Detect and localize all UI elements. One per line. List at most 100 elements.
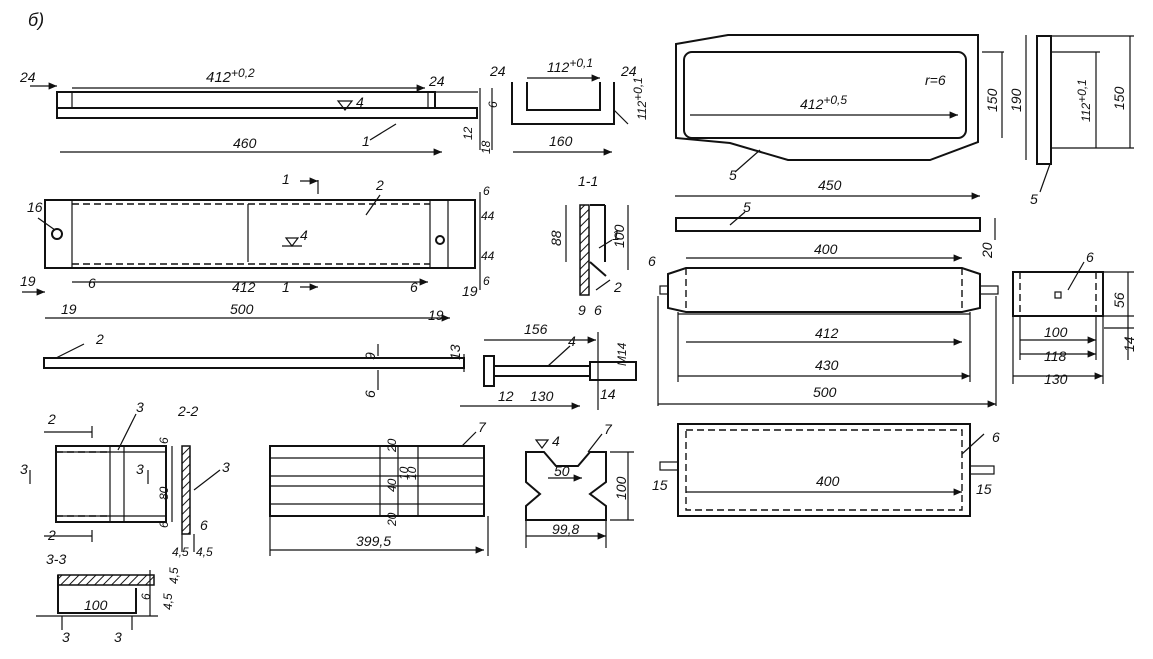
s22-45b: 4,5 bbox=[196, 545, 213, 559]
view-section-1-1: 1-1 88 100 9 6 1 2 bbox=[548, 173, 629, 318]
frame-radius-label: r=6 bbox=[925, 72, 946, 88]
p3-sec3-right: 3 bbox=[136, 461, 144, 477]
view-box-6: 6 56 14 100 118 130 bbox=[1012, 249, 1137, 387]
s33-6: 6 bbox=[139, 593, 153, 600]
sec11-h100: 100 bbox=[611, 224, 627, 248]
prof-finish: 4 bbox=[552, 433, 560, 449]
box-part: 6 bbox=[1086, 249, 1094, 265]
plate-b19b: 19 bbox=[428, 307, 444, 323]
tray-400: 400 bbox=[814, 241, 838, 257]
strip-part: 5 bbox=[743, 199, 751, 215]
view-profile-7: 7 4 50 100 99,8 bbox=[525, 421, 634, 548]
bolt-c: 14 bbox=[600, 386, 616, 402]
sheet-label: б) bbox=[28, 10, 44, 30]
h6-label: 6 bbox=[486, 101, 500, 108]
sec11-b6: 6 bbox=[594, 302, 602, 318]
plate-hole-label: 16 bbox=[27, 199, 43, 215]
plate-part-label: 2 bbox=[375, 177, 384, 193]
end-right-label: 24 bbox=[620, 63, 637, 79]
box-130: 130 bbox=[1044, 371, 1068, 387]
plate-section-top: 1 bbox=[282, 171, 290, 187]
side-part-label: 5 bbox=[1030, 191, 1038, 207]
prof-part: 7 bbox=[604, 421, 613, 437]
view-section-3-3: 3-3 100 4,5 6 4,5 3 3 bbox=[36, 551, 181, 645]
s22-part: 3 bbox=[222, 459, 230, 475]
plate-section-bottom: 1 bbox=[282, 279, 290, 295]
sec11-title: 1-1 bbox=[578, 173, 598, 189]
bolt-a: 12 bbox=[498, 388, 514, 404]
rail-10b: 10 bbox=[405, 466, 419, 480]
plate-right19: 19 bbox=[462, 283, 478, 299]
end-total-label: 160 bbox=[549, 133, 573, 149]
box-56: 56 bbox=[1111, 292, 1127, 308]
tb-15r: 15 bbox=[976, 481, 992, 497]
tb-15l: 15 bbox=[652, 477, 668, 493]
p3-h6a: 6 bbox=[157, 437, 171, 444]
end-left-label: 24 bbox=[489, 63, 506, 79]
total-460-label: 460 bbox=[233, 135, 257, 151]
view-bolt-4: 156 4 M14 12 130 14 bbox=[460, 321, 637, 410]
frame-total-label: 450 bbox=[818, 177, 842, 193]
end-h-label: 112+0,1 bbox=[631, 77, 649, 120]
frame-inner-label: 412+0,5 bbox=[800, 93, 847, 112]
bolt-b: 130 bbox=[530, 388, 554, 404]
bolt-len: 156 bbox=[524, 321, 548, 337]
p3-sec2-bot: 2 bbox=[47, 527, 56, 543]
p3-sec2-top: 2 bbox=[47, 411, 56, 427]
box-118: 118 bbox=[1044, 348, 1067, 364]
s22-title: 2-2 bbox=[177, 403, 198, 419]
s33-45a: 4,5 bbox=[167, 567, 181, 584]
part-1-label: 1 bbox=[362, 133, 370, 149]
plate-d3: 44 bbox=[481, 249, 495, 263]
box-100: 100 bbox=[1044, 324, 1068, 340]
side-inner-label: 112+0,1 bbox=[1075, 79, 1093, 122]
side-outer-label: 150 bbox=[1111, 86, 1127, 110]
rail-10a: 10 bbox=[397, 466, 411, 480]
left-off-label: 24 bbox=[19, 69, 36, 85]
frame-part-label: 5 bbox=[729, 167, 737, 183]
plate-d4: 6 bbox=[483, 274, 490, 288]
tray-part: 6 bbox=[648, 253, 656, 269]
plate-412: 412 bbox=[232, 279, 256, 295]
s33-100: 100 bbox=[84, 597, 108, 613]
bar-t6: 6 bbox=[362, 390, 378, 398]
view-section-2-2: 2-2 3 6 4,5 4,5 bbox=[172, 403, 230, 559]
bolt-part: 4 bbox=[568, 333, 576, 349]
tb-len: 400 bbox=[816, 473, 840, 489]
tray-412: 412 bbox=[815, 325, 839, 341]
plate-b19a: 19 bbox=[61, 301, 77, 317]
view-rail-7: 7 20 40 10 10 20 399,5 bbox=[269, 419, 489, 556]
plate-d2: 44 bbox=[481, 209, 495, 223]
view-frame: 412+0,5 r=6 450 5 150 190 bbox=[675, 34, 1027, 200]
p3-h6b: 6 bbox=[157, 521, 171, 528]
s33-45b: 4,5 bbox=[161, 593, 175, 610]
sec11-h88: 88 bbox=[548, 230, 564, 246]
bar-part: 2 bbox=[95, 331, 104, 347]
prof-998: 99,8 bbox=[552, 521, 579, 537]
view-tray-6: 6 400 412 430 500 bbox=[648, 241, 999, 408]
plate-500: 500 bbox=[230, 301, 254, 317]
prof-50: 50 bbox=[554, 463, 570, 479]
view-part-3: 3 2 2 3 3 6 80 6 bbox=[20, 399, 173, 543]
tray-430: 430 bbox=[815, 357, 839, 373]
rail-len: 399,5 bbox=[356, 533, 391, 549]
p3-h80: 80 bbox=[157, 486, 171, 500]
view-strip-5: 5 20 bbox=[675, 199, 996, 259]
bolt-thread: M14 bbox=[615, 342, 629, 366]
tray-500: 500 bbox=[813, 384, 837, 400]
frame-h-inner-label: 150 bbox=[984, 88, 1000, 112]
plate-d1: 6 bbox=[483, 184, 490, 198]
view-plate: 16 2 1 1 4 6 44 44 6 19 6 412 6 19 500 1… bbox=[20, 171, 495, 323]
rail-part: 7 bbox=[478, 419, 487, 435]
prof-100: 100 bbox=[613, 476, 629, 500]
finish-4-label: 4 bbox=[356, 94, 364, 110]
plate-finish-label: 4 bbox=[300, 227, 308, 243]
sec11-p2: 2 bbox=[613, 279, 622, 295]
rail-40: 40 bbox=[385, 478, 399, 492]
view-tray-bottom: 6 400 15 15 bbox=[652, 423, 1000, 517]
strip-thick: 20 bbox=[979, 242, 995, 259]
plate-right6: 6 bbox=[410, 279, 418, 295]
plate-left19: 19 bbox=[20, 273, 36, 289]
view-bar-2: 2 9 6 13 bbox=[43, 331, 465, 398]
rail-20b: 20 bbox=[385, 512, 399, 527]
